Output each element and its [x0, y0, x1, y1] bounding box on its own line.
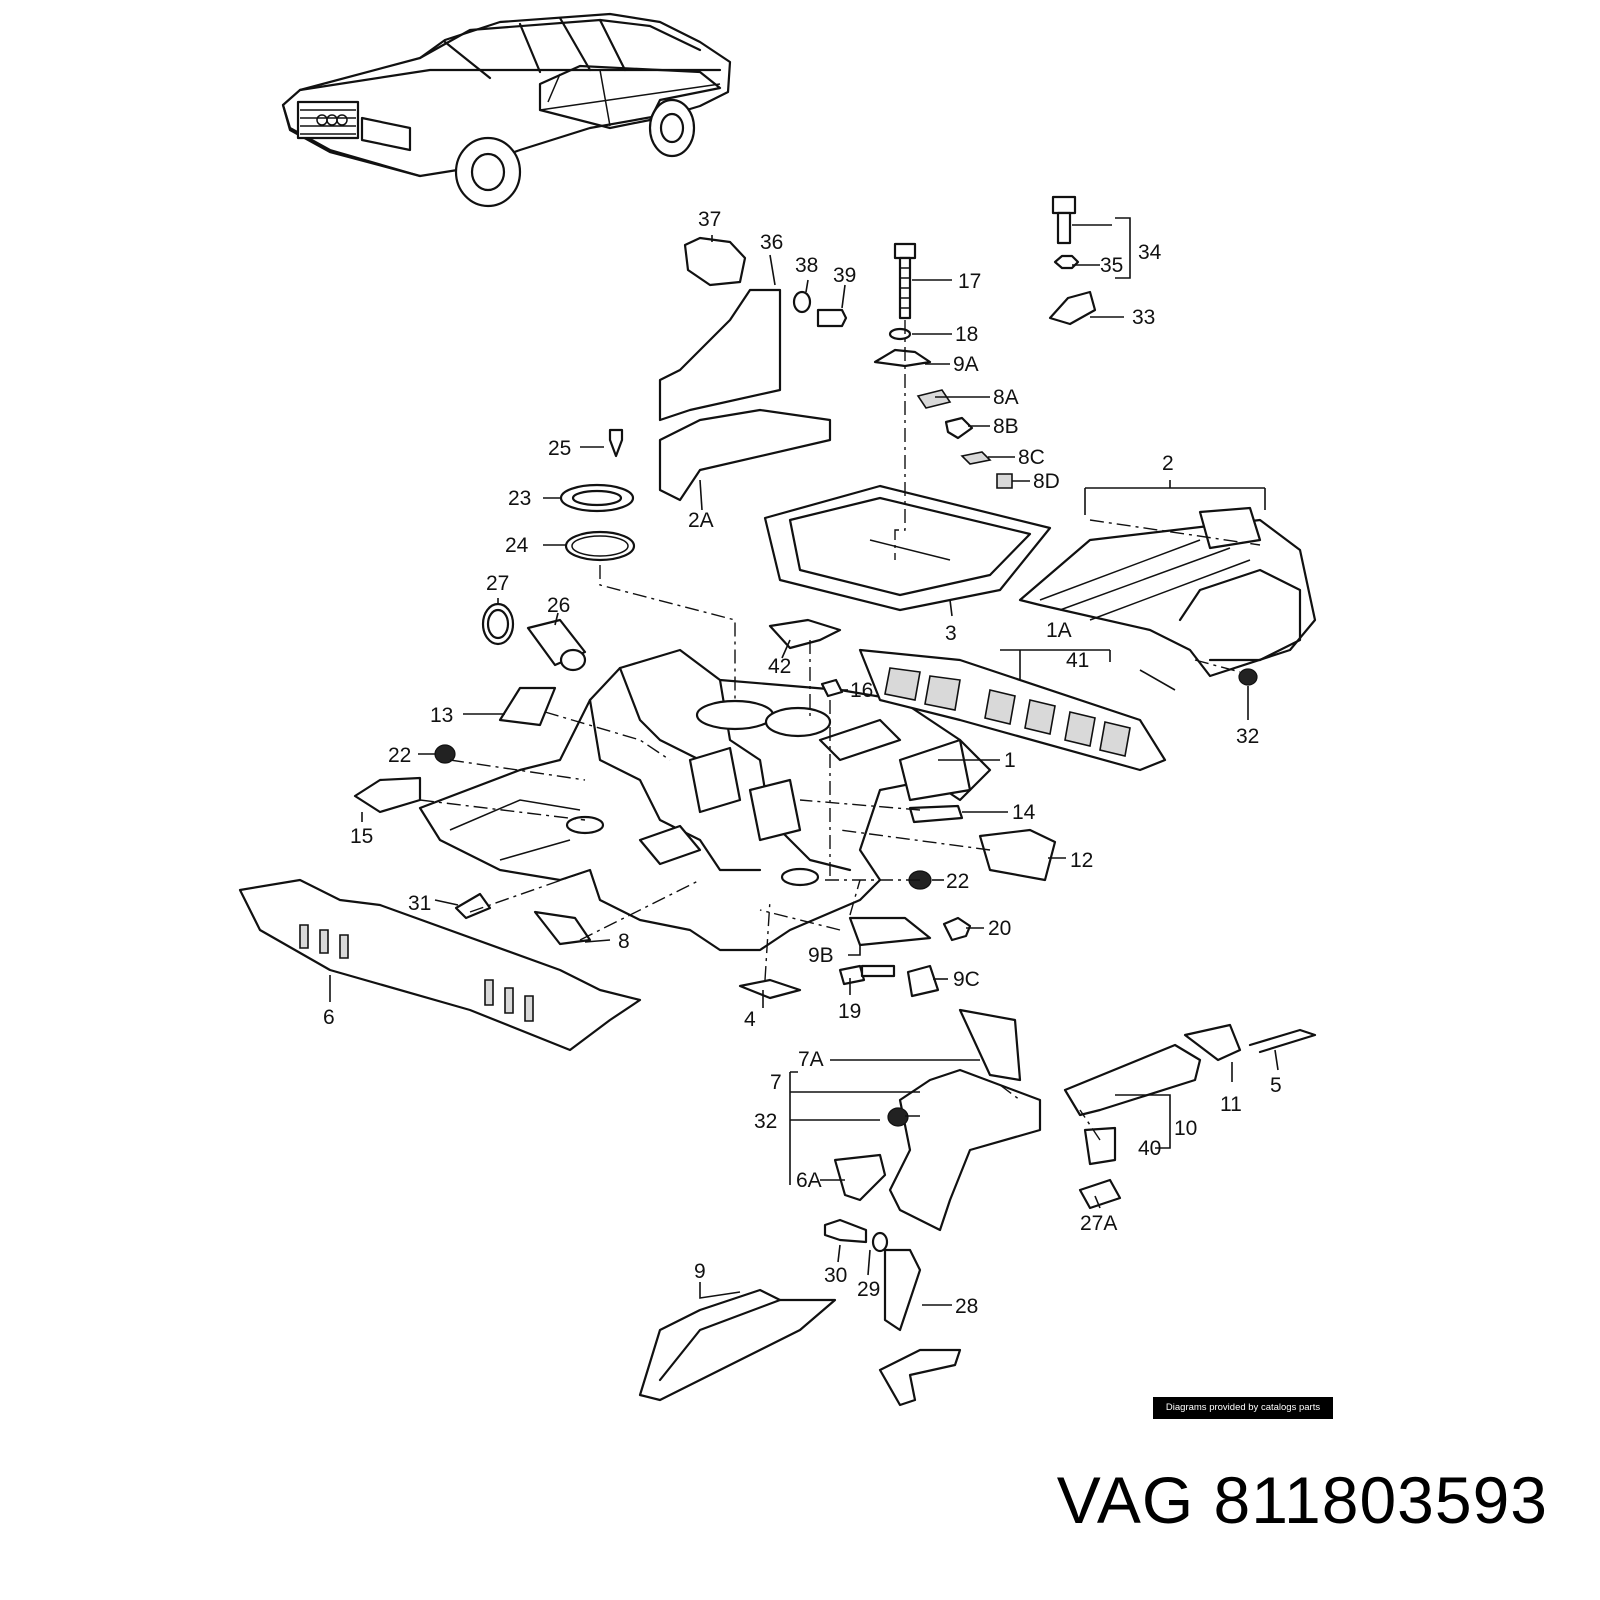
label-28: 28 [955, 1295, 978, 1318]
rear-floor-2 [1018, 506, 1317, 678]
label-15: 15 [350, 825, 373, 848]
label-2a: 2A [688, 509, 714, 532]
side-member-9 [638, 1288, 837, 1402]
label-30: 30 [824, 1264, 847, 1287]
label-24: 24 [505, 534, 529, 557]
label-29: 29 [857, 1278, 880, 1301]
assembly-lines [419, 320, 1261, 1141]
diagram-credit-badge: Diagrams provided by catalogs parts [1153, 1397, 1333, 1419]
label-10: 10 [1174, 1117, 1197, 1140]
label-8: 8 [618, 930, 630, 953]
rear-panel-1a [858, 648, 1167, 772]
label-40: 40 [1138, 1137, 1161, 1160]
label-27a: 27A [1080, 1212, 1117, 1235]
label-31: 31 [408, 892, 431, 915]
label-11: 11 [1220, 1093, 1242, 1116]
side-sill-6 [238, 878, 642, 1052]
label-6a: 6A [796, 1169, 822, 1192]
label-16: 16 [850, 679, 873, 702]
label-8c: 8C [1018, 446, 1045, 469]
leader-lines [329, 217, 1279, 1306]
label-19: 19 [838, 1000, 861, 1023]
part-2a-36-37 [658, 236, 832, 502]
label-32-lower: 32 [754, 1110, 777, 1133]
parts-rear-group [833, 1008, 1317, 1407]
label-1a: 1A [1046, 619, 1072, 642]
label-39: 39 [833, 264, 856, 287]
label-22-upper: 22 [388, 744, 411, 767]
label-27: 27 [486, 572, 509, 595]
label-3: 3 [945, 622, 957, 645]
label-33: 33 [1132, 306, 1155, 329]
label-8b: 8B [993, 415, 1019, 438]
label-36: 36 [760, 231, 783, 254]
label-8a: 8A [993, 386, 1019, 409]
label-13: 13 [430, 704, 453, 727]
label-14: 14 [1012, 801, 1036, 824]
label-41: 41 [1066, 649, 1089, 672]
label-37: 37 [698, 208, 721, 231]
label-7a: 7A [798, 1048, 824, 1071]
label-7: 7 [770, 1071, 782, 1094]
label-26: 26 [547, 594, 570, 617]
spare-wheel-well [763, 484, 1052, 612]
label-5: 5 [1270, 1074, 1282, 1097]
hardware [353, 195, 1258, 1253]
label-12: 12 [1070, 849, 1093, 872]
label-23: 23 [508, 487, 531, 510]
label-18: 18 [955, 323, 978, 346]
label-1: 1 [1004, 749, 1016, 772]
label-9a: 9A [953, 353, 979, 376]
floor-pan [418, 648, 992, 952]
car-illustration [281, 12, 732, 208]
label-9b: 9B [808, 944, 834, 967]
label-34: 34 [1138, 241, 1162, 264]
label-4: 4 [744, 1008, 756, 1031]
label-42: 42 [768, 655, 791, 678]
label-25: 25 [548, 437, 571, 460]
label-22-lower: 22 [946, 870, 969, 893]
label-20: 20 [988, 917, 1011, 940]
label-32-right: 32 [1236, 725, 1259, 748]
label-9: 9 [694, 1260, 706, 1283]
label-8d: 8D [1033, 470, 1060, 493]
label-6: 6 [323, 1006, 335, 1029]
part-labels: 1 1A 2 2A 3 4 5 6 6A 7 7A 8 8A 8B 8C 8D … [323, 208, 1282, 1318]
label-17: 17 [958, 270, 981, 293]
label-38: 38 [795, 254, 818, 277]
label-2: 2 [1162, 452, 1174, 475]
label-35: 35 [1100, 254, 1123, 277]
part-number-title: VAG 811803593 [1056, 1463, 1548, 1537]
label-9c: 9C [953, 968, 980, 991]
